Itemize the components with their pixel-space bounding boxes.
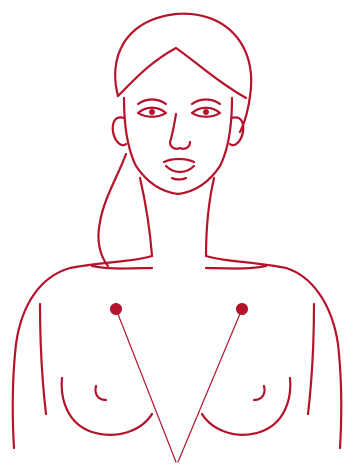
left-eyebrow xyxy=(138,100,166,105)
left-pupil xyxy=(149,109,155,115)
right-collarbone xyxy=(206,266,266,269)
figure-outline xyxy=(13,14,342,448)
right-nipple xyxy=(254,386,265,400)
right-eyebrow xyxy=(192,100,220,105)
nose xyxy=(170,114,190,149)
hair-part xyxy=(118,48,246,98)
right-pupil xyxy=(203,109,209,115)
left-collarbone xyxy=(92,266,152,269)
neck-right xyxy=(206,178,214,256)
mouth-upper xyxy=(164,159,194,162)
ponytail xyxy=(98,154,126,266)
left-breast xyxy=(62,378,152,435)
chin-line xyxy=(172,178,186,180)
right-arm-line xyxy=(308,304,314,414)
left-lead-line xyxy=(116,309,176,462)
left-chest-marker xyxy=(110,303,122,315)
right-lead-line xyxy=(178,309,242,462)
neck-left xyxy=(140,178,152,256)
mouth-lower xyxy=(166,166,194,172)
electrode-markers xyxy=(110,303,248,462)
left-shoulder xyxy=(13,256,152,448)
right-chest-marker xyxy=(236,303,248,315)
left-nipple xyxy=(95,386,106,400)
left-arm-line xyxy=(40,304,46,414)
right-breast xyxy=(202,378,290,435)
right-shoulder xyxy=(206,256,341,448)
